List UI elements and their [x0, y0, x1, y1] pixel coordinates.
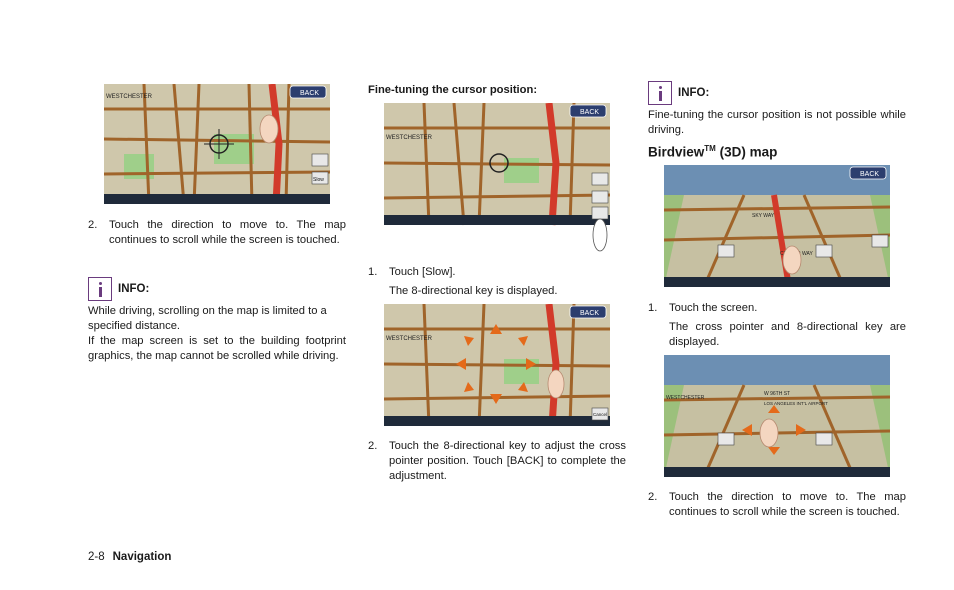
map-screenshot-slow: BACK WESTCHESTER — [384, 103, 610, 255]
svg-text:WESTCHESTER: WESTCHESTER — [386, 135, 433, 141]
info-text-left: While driving, scrolling on the map is l… — [88, 305, 346, 362]
svg-text:BACK: BACK — [580, 109, 599, 116]
map-screenshot-birdview: BACK SKY WAY CENTER WAY — [664, 165, 890, 287]
section-name: Navigation — [112, 551, 172, 563]
back-button-label: BACK — [300, 90, 319, 97]
slow-button-label: Slow — [313, 177, 324, 183]
map-screenshot-birdview-8-directional: W 96TH ST LOS ANGELES INT'L AIRPORT WEST… — [664, 355, 890, 477]
svg-text:W 96TH ST: W 96TH ST — [764, 391, 790, 397]
svg-text:BACK: BACK — [580, 310, 599, 317]
svg-text:Cancel: Cancel — [593, 412, 607, 417]
page-number: 2-8 — [88, 551, 105, 563]
step-1-middle-sub: The 8-directional key is displayed. — [389, 285, 558, 297]
birdview-heading: BirdviewTM (3D) map — [648, 144, 778, 160]
info-text-right: Fine-tuning the cursor position is not p… — [648, 109, 906, 136]
svg-text:WESTCHESTER: WESTCHESTER — [666, 395, 705, 401]
info-icon — [648, 81, 672, 105]
svg-text:BACK: BACK — [860, 171, 879, 178]
fine-tuning-heading: Fine-tuning the cursor position: — [368, 84, 538, 96]
map-label-westchester: WESTCHESTER — [106, 94, 153, 100]
svg-text:SKY WAY: SKY WAY — [752, 213, 775, 219]
info-box-right: INFO: — [648, 81, 709, 105]
svg-text:WESTCHESTER: WESTCHESTER — [386, 336, 433, 342]
svg-text:LOS ANGELES INT'L AIRPORT: LOS ANGELES INT'L AIRPORT — [764, 401, 828, 406]
info-box-left: INFO: — [88, 277, 149, 301]
info-icon — [88, 277, 112, 301]
map-screenshot-8-directional: BACK WESTCHESTER Cancel — [384, 304, 610, 426]
step-1-right-sub: The cross pointer and 8-directional key … — [669, 321, 906, 348]
map-screenshot-scrolling: BACK WESTCHESTER Slow — [104, 84, 330, 204]
page-footer: 2-8 Navigation — [88, 551, 171, 563]
